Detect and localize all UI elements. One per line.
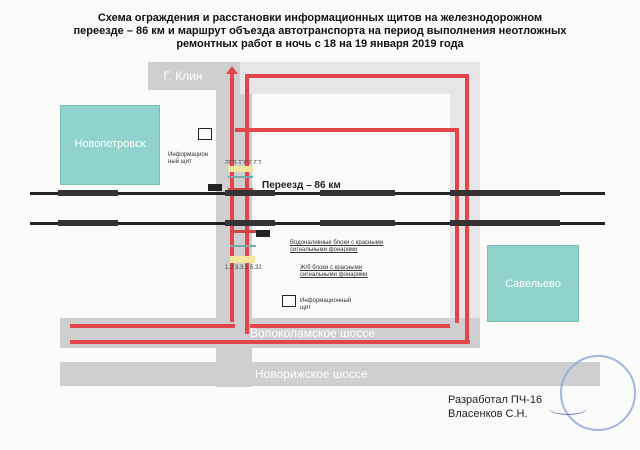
route-arrow-up	[230, 72, 234, 322]
traffic-light-icon	[256, 230, 270, 237]
crossing-label: Переезд – 86 км	[262, 180, 341, 191]
road-klin: Г. Клин	[148, 62, 218, 90]
route-segment	[245, 74, 249, 334]
author-name: Власенков С.Н.	[448, 408, 528, 420]
signs-bottom-label: 1.2 3.3.1 5.32	[225, 265, 262, 271]
traffic-light-icon	[208, 184, 222, 191]
barrier-blocks-top	[228, 176, 253, 190]
railway-track-1	[30, 190, 605, 196]
railway-track-2	[30, 220, 605, 226]
author-position: Разработал ПЧ-16	[448, 394, 543, 406]
barrier-blocks-bottom	[230, 230, 256, 247]
route-segment	[245, 74, 469, 78]
arrow-head-icon	[226, 66, 238, 74]
route-segment	[465, 74, 469, 344]
road-novorizhskoe	[60, 362, 600, 386]
document-title: Схема ограждения и расстановки информаци…	[60, 12, 580, 51]
info-shield-icon	[282, 295, 296, 307]
author-block: Разработал ПЧ-16 Власенков С.Н.	[448, 393, 542, 421]
official-stamp	[560, 355, 636, 431]
title-line: Схема ограждения и расстановки информаци…	[97, 12, 543, 24]
info-shield-icon	[198, 128, 212, 140]
town-label: Савельево	[505, 277, 561, 290]
route-segment	[235, 128, 459, 132]
road-top-bypass	[240, 62, 480, 94]
town-savelevo: Савельево	[487, 245, 579, 322]
road-signs-top	[228, 166, 253, 172]
title-line: переезде – 86 км и маршрут объезда автот…	[73, 25, 567, 37]
route-segment	[70, 340, 470, 344]
road-signs-bottom	[230, 256, 255, 263]
klin-label: Г. Клин	[163, 69, 203, 83]
volokolamskoe-label: Волоколамское шоссе	[250, 326, 375, 340]
info-shield-label: Информационный щит	[300, 298, 352, 311]
rc-blocks-label: Ж/б блоки с красными сигнальными фонарям…	[300, 265, 368, 278]
town-novopetrovsk: Новопетровск	[60, 105, 160, 185]
signs-top-label: 1.2 3.3.1 5.32	[225, 158, 262, 164]
novorizhskoe-label: Новорижское шоссе	[255, 367, 368, 381]
water-blocks-label: Водоналивные блоки с красными сигнальным…	[290, 240, 384, 253]
route-segment	[250, 324, 450, 328]
town-label: Новопетровск	[74, 138, 146, 150]
route-segment	[70, 324, 235, 328]
signature	[548, 400, 588, 415]
title-line: ремонтных работ в ночь с 18 на 19 января…	[176, 38, 464, 50]
info-shield-label: Информационный щит	[168, 152, 209, 165]
